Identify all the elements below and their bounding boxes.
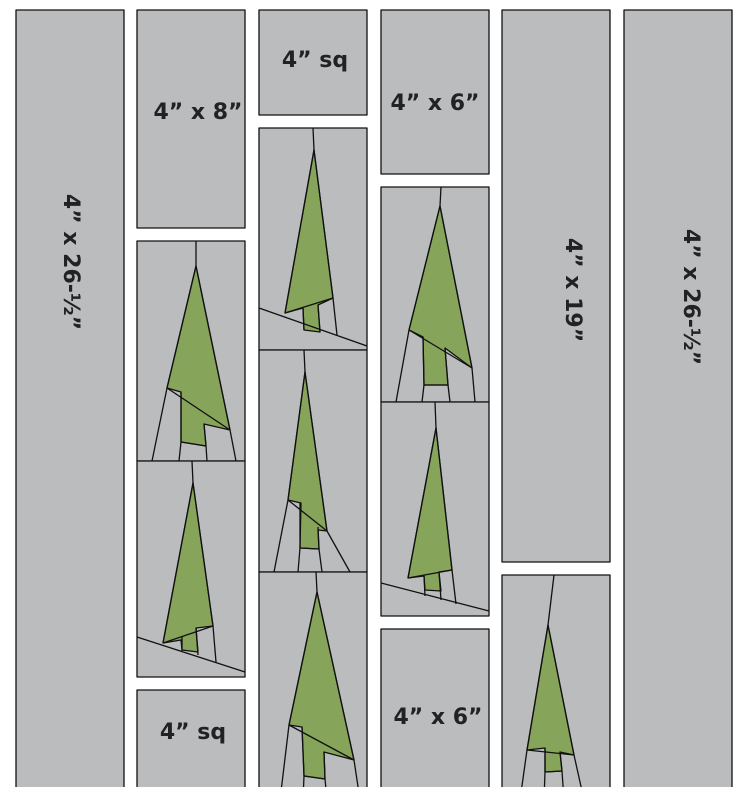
label-col1-strip: 4” x 26-½” — [58, 194, 83, 330]
label-col5-strip: 4” x 19” — [560, 238, 585, 342]
tree-block-icon — [502, 575, 610, 787]
tree-block-icon — [381, 187, 489, 402]
tree-block-icon — [259, 128, 367, 350]
label-col2-bottom: 4” sq — [160, 720, 226, 745]
tree-block-icon — [259, 572, 367, 787]
label-col4-top: 4” x 6” — [390, 91, 479, 116]
label-col3-top: 4” sq — [282, 48, 348, 73]
label-col2-top: 4” x 8” — [153, 100, 242, 125]
tree-block-icon — [137, 461, 245, 677]
tree-block-icon — [259, 350, 367, 572]
tree-block-icon — [381, 402, 489, 616]
tree-block-icon — [137, 241, 245, 461]
strip-col6 — [624, 10, 732, 787]
label-col4-bottom: 4” x 6” — [393, 705, 482, 730]
strip-col1 — [16, 10, 124, 787]
label-col6-strip: 4” x 26-½” — [678, 229, 703, 365]
strip-col5 — [502, 10, 610, 562]
